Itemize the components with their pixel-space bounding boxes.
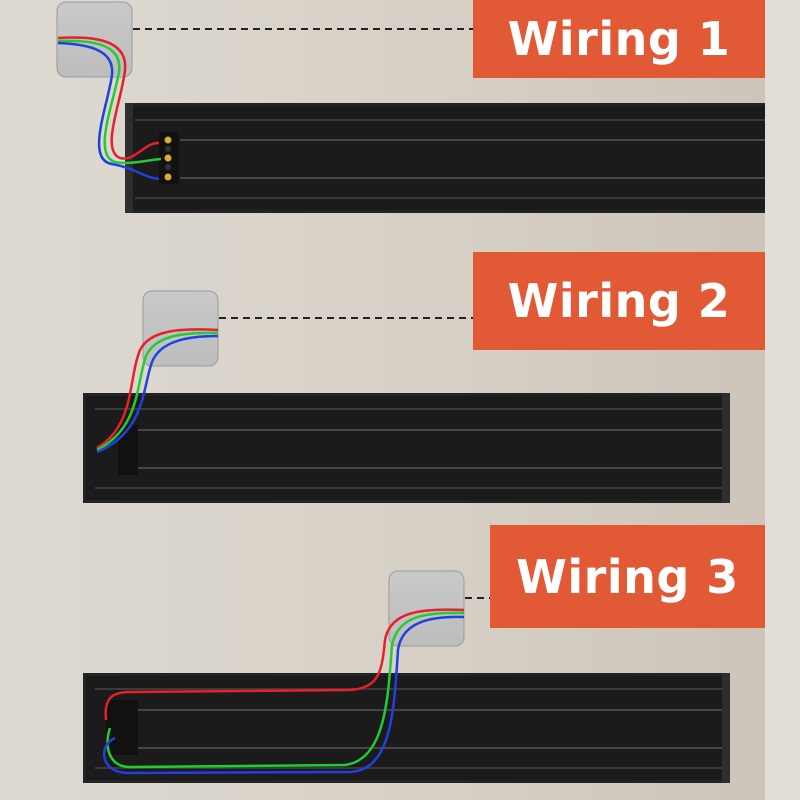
wiring-3-diagram (83, 570, 730, 783)
wire-red (57, 36, 160, 160)
wire-blue (96, 334, 219, 454)
wiring-3-label: Wiring 3 (490, 525, 765, 628)
led-profile (125, 103, 765, 213)
terminal-block (159, 132, 179, 184)
wire-blue (102, 615, 465, 775)
wiring-2-label: Wiring 2 (473, 252, 765, 350)
wire-green (106, 611, 465, 769)
junction-box (142, 290, 219, 367)
wire-blue (57, 41, 160, 181)
wiring-1-diagram (56, 1, 765, 213)
led-profile (83, 393, 730, 503)
junction-box (388, 570, 465, 647)
wire-red (96, 328, 219, 450)
wiring-1-label: Wiring 1 (473, 0, 765, 78)
wiring-2-diagram (83, 290, 730, 503)
wire-green (57, 39, 162, 165)
wire-green (96, 331, 219, 452)
wire-red (104, 608, 465, 721)
